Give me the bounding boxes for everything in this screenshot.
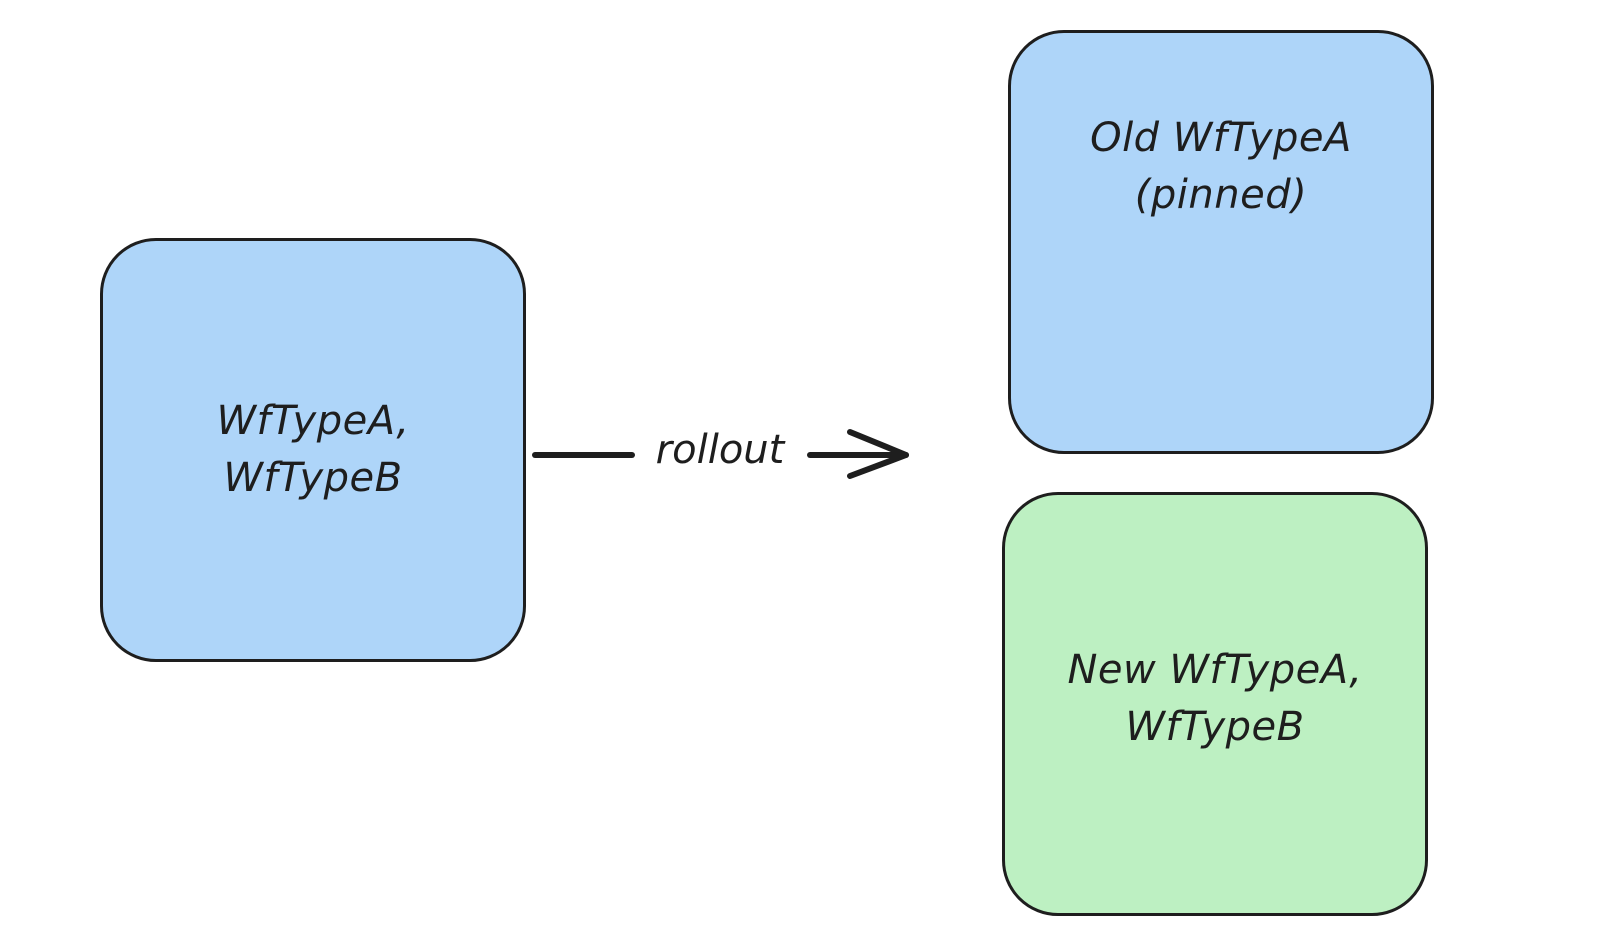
new-workflow-line-2: WfTypeB: [1125, 704, 1305, 750]
old-workflow-label: Old WfTypeA (pinned): [1090, 110, 1352, 224]
old-workflow-line-2: (pinned): [1134, 172, 1308, 218]
source-workflow-label: WfTypeA, WfTypeB: [216, 393, 409, 507]
old-workflow-box: Old WfTypeA (pinned): [1008, 30, 1434, 454]
new-workflow-line-1: New WfTypeA,: [1067, 647, 1363, 693]
new-workflow-label: New WfTypeA, WfTypeB: [1067, 642, 1362, 756]
old-workflow-line-1: Old WfTypeA: [1090, 115, 1352, 161]
source-workflow-line-1: WfTypeA,: [216, 398, 410, 444]
source-workflow-box: WfTypeA, WfTypeB: [100, 238, 526, 662]
arrowhead-icon: [847, 429, 909, 479]
source-workflow-line-2: WfTypeB: [223, 455, 403, 501]
new-workflow-box: New WfTypeA, WfTypeB: [1002, 492, 1428, 916]
rollout-label: rollout: [655, 427, 785, 473]
